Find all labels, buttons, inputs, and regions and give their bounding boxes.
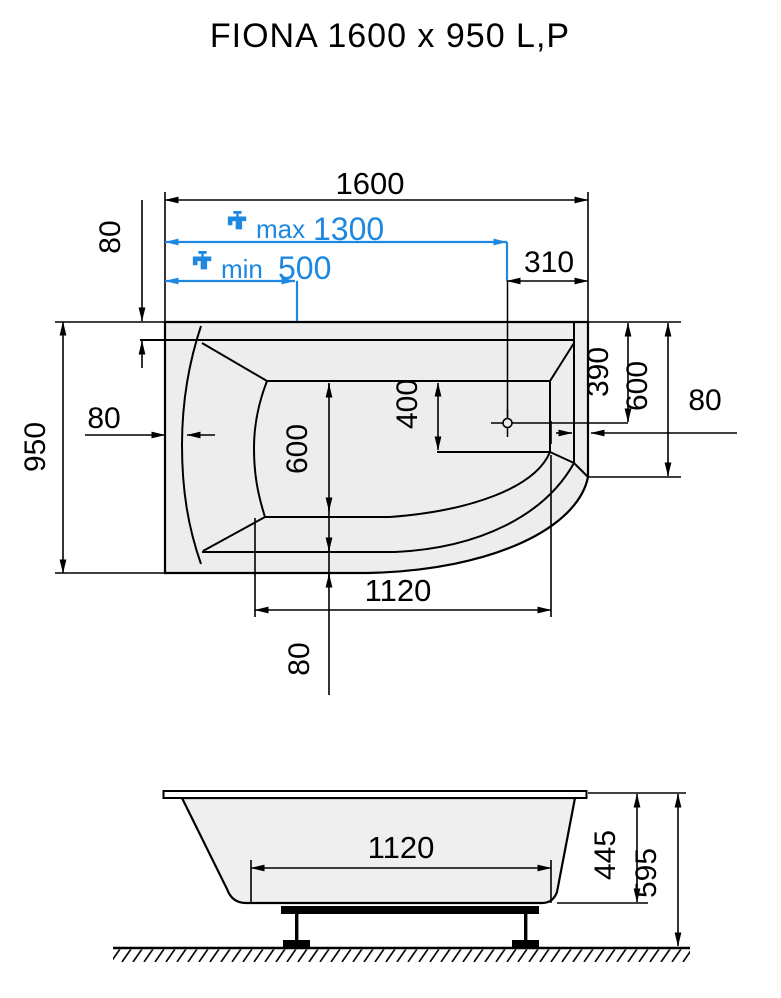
dim-label-445: 445 — [589, 830, 622, 880]
bowl-chamfer-topleft — [201, 342, 268, 382]
dim-label-80-right: 80 — [688, 384, 721, 417]
dim-right-end-width: 600 — [588, 322, 681, 478]
dim-rim-top: 80 — [94, 200, 146, 368]
dim-label-310: 310 — [524, 246, 574, 279]
dim-faucet-max: max 1300 — [164, 211, 509, 281]
faucet-max-label: max — [256, 214, 305, 244]
ground-hatching — [113, 949, 690, 962]
faucet-icon — [192, 251, 212, 270]
dim-rim-right: 80 — [550, 384, 737, 444]
faucet-min-label: min — [221, 254, 263, 284]
foot-left — [283, 940, 310, 947]
bathtub-top-outline — [140, 320, 590, 575]
dim-label-390: 390 — [582, 347, 615, 397]
dim-label-595: 595 — [630, 848, 663, 898]
dim-label-600-inner: 600 — [281, 424, 314, 474]
dim-faucet-min: min 500 — [164, 250, 331, 321]
dim-overall-length: 1600 — [164, 166, 589, 322]
drain-circle — [502, 417, 513, 429]
bowl-bottom-curve — [389, 451, 551, 518]
page-title: FIONA 1600 x 950 L,P — [210, 17, 570, 55]
dim-rim-bottom: 80 — [283, 537, 333, 676]
leg-right — [524, 913, 528, 942]
bowl-left-curve — [252, 380, 268, 518]
drain-symbol — [491, 281, 628, 437]
dim-corner-depth: 390 — [582, 321, 681, 423]
bowl-chamfer-topright — [549, 342, 575, 382]
tub-rim-edge — [162, 790, 588, 799]
dim-label-1600: 1600 — [336, 166, 405, 201]
dim-overall-width: 950 — [19, 321, 165, 574]
rim-corner-chamfer — [573, 462, 589, 478]
rim-inner-bottom-line — [202, 462, 575, 553]
dim-label-80-top: 80 — [94, 220, 127, 253]
dim-shell-depth: 445 — [557, 792, 686, 904]
dim-label-1120-side: 1120 — [368, 830, 435, 865]
dim-drain-zone: 400 — [391, 379, 442, 451]
foot-right — [512, 940, 539, 947]
faucet-max-value: 1300 — [313, 211, 384, 247]
dim-label-950: 950 — [19, 422, 52, 472]
support-frame — [281, 906, 539, 914]
dim-label-1120-top: 1120 — [365, 573, 432, 608]
side-view: 1120 445 595 — [113, 790, 690, 962]
ground — [113, 946, 690, 962]
dim-label-400: 400 — [391, 379, 424, 429]
tub-body-shape — [180, 796, 577, 905]
dim-side-bottom-length: 1120 — [250, 830, 552, 903]
bowl-chamfer-bottomright — [549, 451, 575, 464]
dim-label-600-right: 600 — [621, 361, 654, 411]
dim-rim-left: 80 — [85, 402, 215, 439]
bathtub-side-outline — [162, 790, 588, 947]
headrest-curve — [180, 325, 202, 565]
leg-left — [295, 913, 299, 942]
dim-total-height: 595 — [630, 793, 682, 947]
dim-bottom-length: 1120 — [254, 455, 552, 617]
tub-outer-shape — [163, 320, 590, 575]
top-view: 1600 max 1300 min 500 310 — [19, 166, 737, 695]
dim-label-80-left: 80 — [87, 402, 120, 435]
faucet-icon — [227, 211, 247, 230]
dim-drain-offset: 310 — [506, 246, 589, 285]
dim-inner-width: 600 — [281, 383, 333, 695]
faucet-min-value: 500 — [278, 250, 331, 286]
dim-label-80-bottom: 80 — [283, 642, 316, 675]
